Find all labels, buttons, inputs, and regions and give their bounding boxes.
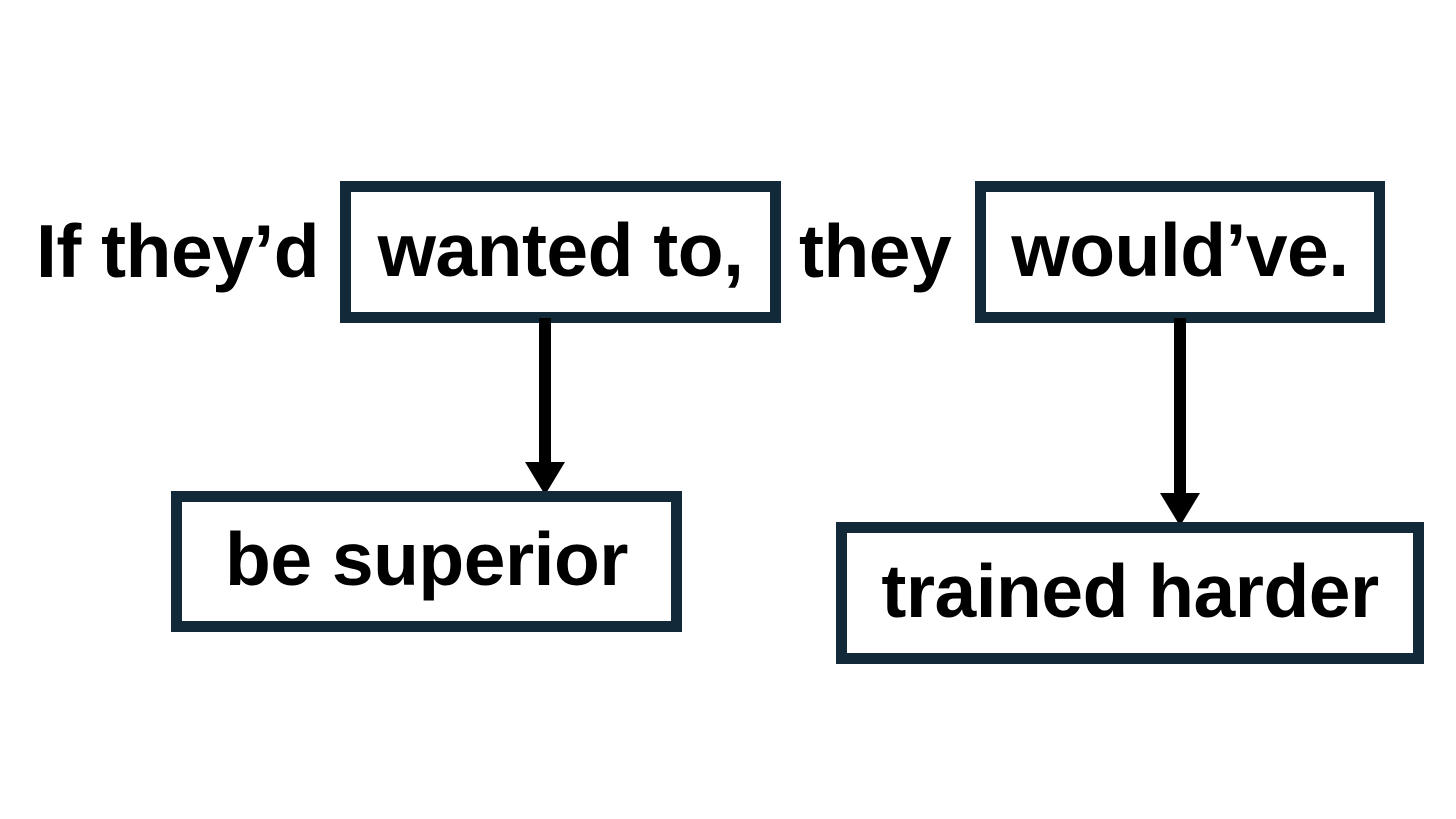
node-box-wouldve[interactable]: would’ve. bbox=[975, 181, 1385, 323]
sentence-word-if-theyd: If they’d bbox=[36, 209, 320, 293]
node-label-wanted-to: wanted to, bbox=[377, 207, 744, 292]
node-box-be-superior[interactable]: be superior bbox=[171, 491, 682, 632]
sentence-word-they: they bbox=[799, 209, 952, 293]
node-box-wanted-to[interactable]: wanted to, bbox=[340, 181, 781, 323]
arrow-down-icon-wouldve-trained-harder bbox=[1160, 318, 1200, 526]
node-label-be-superior: be superior bbox=[225, 517, 628, 601]
node-label-trained-harder: trained harder bbox=[881, 548, 1379, 633]
arrow-down-icon-wanted-to-be-superior bbox=[525, 318, 565, 495]
node-box-trained-harder[interactable]: trained harder bbox=[836, 522, 1424, 664]
node-label-wouldve: would’ve. bbox=[1011, 207, 1349, 292]
